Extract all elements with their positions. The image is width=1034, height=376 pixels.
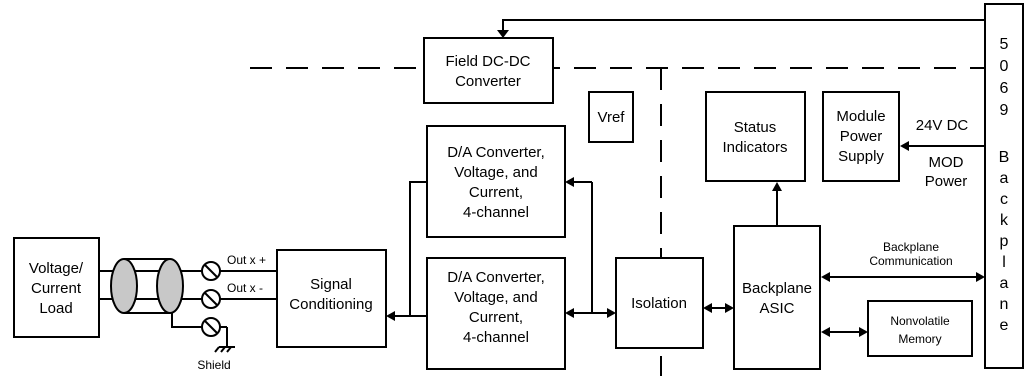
backplane-char: 6 [1000, 80, 1009, 97]
vref-label: Vref [598, 109, 626, 126]
shield-label: Shield [197, 358, 230, 372]
backplane-asic-line2: ASIC [759, 300, 794, 317]
backplane-asic-line1: Backplane [742, 280, 812, 297]
nonvolatile-line1: Nonvolatile [890, 314, 950, 328]
nonvolatile-memory-block [867, 300, 973, 357]
backplane-char: a [1000, 170, 1009, 187]
shielded-cable-icon [110, 258, 184, 314]
out-minus-label: Out x - [227, 281, 263, 295]
da-top-line1: D/A Converter, [447, 144, 545, 161]
module-power-line2: Power [840, 128, 883, 145]
backplane-bar [984, 3, 1024, 369]
vref-block [588, 91, 634, 143]
backplane-comm-line2: Communication [869, 254, 952, 268]
arrowhead [976, 272, 985, 282]
backplane-char: e [1000, 317, 1009, 334]
signal-conditioning-block [276, 249, 387, 348]
module-power-line3: Supply [838, 148, 884, 165]
isolation-block [615, 257, 704, 349]
label-mod-power-2: Power [925, 173, 968, 190]
backplane-char: B [999, 149, 1010, 166]
field-dcdc-converter-block [423, 37, 554, 104]
da-bottom-line1: D/A Converter, [447, 269, 545, 286]
load-line2: Current [31, 280, 82, 297]
arrowhead [772, 182, 782, 191]
backplane-char: k [1000, 212, 1009, 229]
status-indicators-block [705, 91, 806, 182]
shield-drain-wire [171, 312, 202, 328]
da-top-to-signal [395, 181, 427, 317]
module-power-line1: Module [836, 108, 885, 125]
arrowhead [821, 327, 830, 337]
isolation-label: Isolation [631, 295, 687, 312]
arrowhead [386, 311, 395, 321]
backplane-char: 0 [1000, 58, 1009, 75]
load-line3: Load [39, 300, 72, 317]
da-top-line4: 4-channel [463, 204, 529, 221]
arrowhead [859, 327, 868, 337]
da-converter-bottom-block [426, 257, 566, 370]
ground-symbol-icon [214, 326, 235, 353]
arrowhead [565, 177, 574, 187]
backplane-char: 5 [1000, 36, 1009, 53]
arrowhead [703, 303, 712, 313]
label-mod-power-1: MOD [929, 154, 964, 171]
load-line1: Voltage/ [29, 260, 84, 277]
da-bottom-line3: Current, [469, 309, 523, 326]
voltage-current-load-block [13, 237, 100, 338]
terminal-shield [201, 317, 221, 337]
da-bottom-line2: Voltage, and [454, 289, 537, 306]
field-dcdc-line2: Converter [455, 73, 521, 90]
signal-conditioning-line2: Conditioning [289, 296, 372, 313]
backplane-char: l [1002, 254, 1006, 271]
backplane-asic-block [733, 225, 821, 370]
da-bottom-line4: 4-channel [463, 329, 529, 346]
arrowhead [900, 141, 909, 151]
da-top-line2: Voltage, and [454, 164, 537, 181]
field-dcdc-line1: Field DC-DC [445, 53, 530, 70]
backplane-comm-line1: Backplane [883, 240, 939, 254]
power-feed-line [502, 19, 985, 32]
terminal-out-plus [201, 261, 221, 281]
arrowhead [497, 30, 509, 38]
out-plus-label: Out x + [227, 253, 266, 267]
backplane-char: n [1000, 296, 1009, 313]
backplane-char: p [1000, 233, 1009, 250]
terminal-out-minus [201, 289, 221, 309]
da-converter-top-block [426, 125, 566, 238]
backplane-char: c [1000, 191, 1008, 208]
label-24v-dc: 24V DC [916, 117, 969, 134]
signal-conditioning-line1: Signal [310, 276, 352, 293]
arrowhead [607, 308, 616, 318]
module-power-supply-block [822, 91, 900, 182]
backplane-char: 9 [1000, 102, 1009, 119]
arrowhead [725, 303, 734, 313]
status-line2: Indicators [722, 139, 787, 156]
nonvolatile-line2: Memory [898, 332, 941, 346]
status-line1: Status [734, 119, 777, 136]
backplane-char: a [1000, 275, 1009, 292]
arrowhead [565, 308, 574, 318]
arrowhead [821, 272, 830, 282]
da-top-line3: Current, [469, 184, 523, 201]
